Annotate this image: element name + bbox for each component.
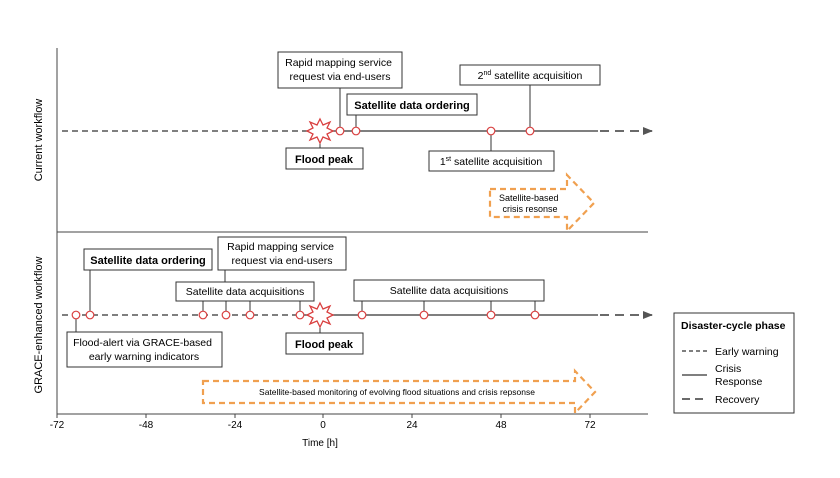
x-tick-label: 24 xyxy=(406,420,418,431)
rapid-mapping-box xyxy=(277,51,403,89)
label-rest: satellite acquisition xyxy=(491,70,582,82)
monitoring-arrow-text: Satellite-based monitoring of evolving f… xyxy=(259,387,535,397)
legend-label-early-warning: Early warning xyxy=(715,346,779,358)
event-marker xyxy=(525,126,535,136)
x-ticks xyxy=(56,414,591,418)
text-line: Satellite-based xyxy=(499,193,559,203)
text-line: Rapid mapping service xyxy=(227,241,334,253)
text-line: crisis resonse xyxy=(502,204,557,214)
text-line: Response xyxy=(715,376,762,388)
crisis-response-arrow-text: Satellite-based crisis resonse xyxy=(499,193,561,214)
legend-title: Disaster-cycle phase xyxy=(681,320,786,332)
legend-label-crisis-response: Crisis Response xyxy=(715,363,762,388)
grace-flood-peak-box xyxy=(285,332,364,355)
satellite-ordering-text: Satellite data ordering xyxy=(354,100,470,112)
legend-box xyxy=(673,312,795,414)
second-acquisition-box xyxy=(459,64,601,86)
x-axis-title: Time [h] xyxy=(302,438,338,449)
event-marker xyxy=(486,310,496,320)
event-marker xyxy=(530,310,540,320)
grace-rapid-mapping-text: Rapid mapping service request via end-us… xyxy=(227,241,337,267)
event-marker xyxy=(419,310,429,320)
grace-satellite-ordering-text: Satellite data ordering xyxy=(90,255,206,267)
first-acquisition-text: 1st satellite acquisition xyxy=(440,156,543,168)
acquisitions-before-text: Satellite data acquisitions xyxy=(186,286,305,298)
x-tick-label: -24 xyxy=(228,420,243,431)
event-marker xyxy=(295,310,305,320)
event-marker xyxy=(198,310,208,320)
text-line: Crisis xyxy=(715,363,741,375)
grace-rapid-mapping-box xyxy=(217,236,347,271)
text-line: early warning indicators xyxy=(89,351,199,363)
x-tick-labels: -72 -48 -24 0 24 48 72 xyxy=(50,420,596,431)
x-tick-label: -48 xyxy=(139,420,154,431)
event-marker xyxy=(71,310,81,320)
acquisitions-after-text: Satellite data acquisitions xyxy=(390,285,509,297)
acquisitions-before-box xyxy=(175,281,315,302)
monitoring-arrow xyxy=(201,368,597,416)
event-marker xyxy=(486,126,496,136)
event-marker xyxy=(357,310,367,320)
crisis-response-arrow xyxy=(488,172,596,234)
text-line: Rapid mapping service xyxy=(285,57,392,69)
event-marker xyxy=(85,310,95,320)
flood-peak-box xyxy=(285,147,364,170)
flood-alert-box xyxy=(66,331,223,368)
legend-label-recovery: Recovery xyxy=(715,394,760,406)
ordinal-suffix: st xyxy=(446,156,452,163)
grace-event-markers xyxy=(71,310,540,320)
acquisitions-after-box xyxy=(353,279,545,302)
event-marker xyxy=(335,126,345,136)
current-workflow-label: Current workflow xyxy=(33,99,45,182)
second-acquisition-text: 2nd satellite acquisition xyxy=(478,70,583,82)
x-tick-label: 48 xyxy=(495,420,507,431)
ordinal: 1 xyxy=(440,156,446,168)
grace-workflow-label: GRACE-enhanced workflow xyxy=(33,256,45,393)
rapid-mapping-text: Rapid mapping service request via end-us… xyxy=(285,57,395,83)
x-tick-label: 72 xyxy=(584,420,596,431)
x-tick-label: -72 xyxy=(50,420,65,431)
event-marker xyxy=(351,126,361,136)
current-event-markers xyxy=(335,126,535,136)
ordinal: 2 xyxy=(478,70,484,82)
grace-satellite-ordering-box xyxy=(83,248,213,271)
flood-peak-burst-icon xyxy=(305,301,335,329)
label-rest: satellite acquisition xyxy=(451,156,542,168)
event-marker xyxy=(221,310,231,320)
text-line: Flood-alert via GRACE-based xyxy=(73,337,212,349)
text-line: request via end-users xyxy=(232,255,333,267)
x-tick-label: 0 xyxy=(320,420,326,431)
ordinal-suffix: nd xyxy=(483,70,491,77)
flood-peak-burst-icon xyxy=(305,117,335,145)
flood-alert-text: Flood-alert via GRACE-based early warnin… xyxy=(73,337,215,363)
first-acquisition-box xyxy=(428,150,555,172)
text-line: request via end-users xyxy=(290,71,391,83)
satellite-ordering-box xyxy=(346,93,478,116)
grace-flood-peak-text: Flood peak xyxy=(295,339,354,351)
event-marker xyxy=(245,310,255,320)
flood-peak-text: Flood peak xyxy=(295,154,354,166)
